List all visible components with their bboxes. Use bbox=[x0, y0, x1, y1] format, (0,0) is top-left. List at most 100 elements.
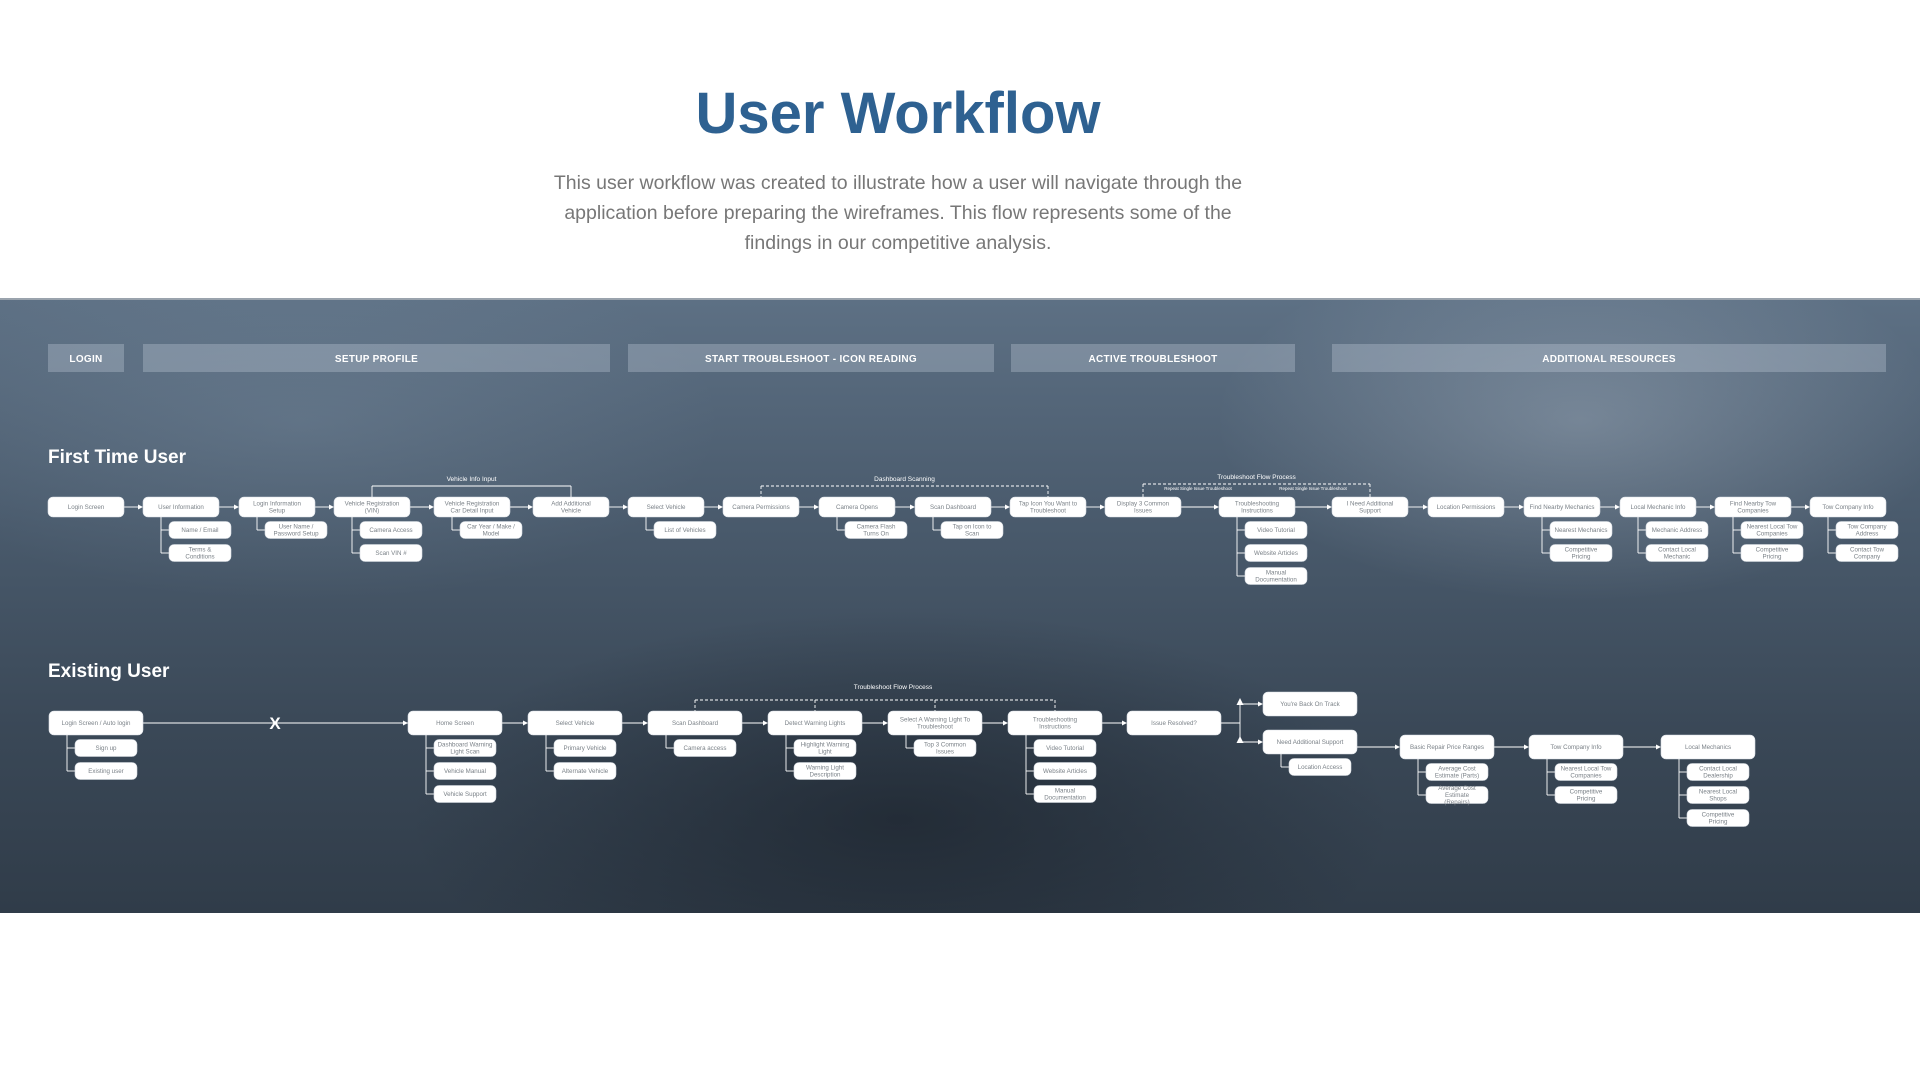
step-login-screen: Login Screen bbox=[47, 496, 125, 518]
phase-label: SETUP PROFILE bbox=[335, 354, 418, 365]
node-label-line: Model bbox=[483, 531, 500, 538]
arrow-head bbox=[814, 504, 819, 510]
step-user-information: User Information bbox=[142, 496, 220, 518]
node-label-line: Scan Dashboard bbox=[672, 720, 719, 727]
step-scan-dashboard: Scan Dashboard bbox=[914, 496, 992, 518]
node-label-line: Competitive bbox=[1756, 547, 1789, 554]
node-label-line: Nearest Mechanics bbox=[1555, 527, 1608, 534]
child-node-list-of-vehicles: List of Vehicles bbox=[653, 521, 717, 539]
node-label-line: Location Access bbox=[1298, 764, 1343, 771]
arrow-head bbox=[1524, 744, 1529, 750]
phase-start-troubleshoot-icon-reading: START TROUBLESHOOT - ICON READING bbox=[628, 344, 994, 372]
node-label-line: Need Additional Support bbox=[1277, 739, 1344, 746]
node-label-line: Warning Light bbox=[806, 765, 844, 772]
resource-tow-company-info: Tow Company Info bbox=[1528, 734, 1624, 760]
lane-heading-first-time-user: First Time User bbox=[48, 447, 187, 468]
node-label-line: Terms & bbox=[189, 547, 213, 554]
node-label-line: Camera Opens bbox=[836, 504, 878, 511]
phase-label: ACTIVE TROUBLESHOOT bbox=[1088, 354, 1217, 365]
node-label-line: Local Mechanic Info bbox=[1630, 504, 1686, 511]
node-label-line: Competitive bbox=[1570, 789, 1603, 796]
node-label-line: Login Screen bbox=[68, 504, 105, 511]
arrow-head bbox=[1100, 504, 1105, 510]
node-label-line: Scan Dashboard bbox=[930, 504, 977, 511]
node-label-line: Home Screen bbox=[436, 720, 474, 727]
child-node-camera-access: Camera Access bbox=[359, 521, 423, 539]
node-label-line: Video Tutorial bbox=[1257, 527, 1295, 534]
page-title: User Workflow bbox=[695, 81, 1101, 146]
arrow-head bbox=[718, 504, 723, 510]
node-label-line: Troubleshooting bbox=[1235, 501, 1280, 508]
workflow-diagram: LOGIN SETUP PROFILE START TROUBLESHOOT - I… bbox=[47, 344, 1899, 827]
node-label-line: Turns On bbox=[863, 531, 889, 538]
node-label-line: Nearest Local bbox=[1699, 789, 1737, 796]
node-label-line: List of Vehicles bbox=[664, 527, 705, 534]
node-label-line: Troubleshooting bbox=[1033, 717, 1078, 724]
group-label-dashboard-scanning: Dashboard Scanning bbox=[874, 476, 935, 483]
step-camera-permissions: Camera Permissions bbox=[722, 496, 800, 518]
decision-arrow bbox=[1236, 736, 1244, 743]
phase-label: LOGIN bbox=[69, 354, 102, 365]
node-label-line: Select Vehicle bbox=[556, 720, 595, 727]
node-label-line: Existing user bbox=[88, 768, 123, 775]
node-label-line: (Repairs) bbox=[1444, 799, 1469, 806]
group-label-repeat-troubleshoot: Repeat Single Issue Troubleshoot bbox=[1164, 486, 1232, 491]
node-label-line: Website Articles bbox=[1043, 768, 1087, 775]
node-label-line: Vehicle bbox=[561, 508, 582, 515]
arrow-head bbox=[1327, 504, 1332, 510]
phase-label: START TROUBLESHOOT - ICON READING bbox=[705, 354, 917, 365]
node-label-line: Light Scan bbox=[450, 749, 480, 756]
node-label-line: Estimate bbox=[1445, 792, 1470, 799]
child-node-user-name-password-setup: User Name /Password Setup bbox=[264, 521, 328, 539]
arrow-head bbox=[429, 504, 434, 510]
node-label-line: Detect Warning Lights bbox=[785, 720, 846, 727]
branch-need-additional-support: Need Additional Support bbox=[1262, 729, 1358, 755]
node-label-line: Shops bbox=[1709, 796, 1727, 803]
node-label-line: User Name / bbox=[279, 524, 314, 531]
node-label-line: Competitive bbox=[1702, 812, 1735, 819]
group-label-troubleshoot-flow-process: Troubleshoot Flow Process bbox=[1217, 474, 1296, 481]
child-node-vehicle-support: Vehicle Support bbox=[433, 785, 497, 803]
node-label-line: Setup bbox=[269, 508, 286, 515]
child-node-alternate-vehicle: Alternate Vehicle bbox=[553, 762, 617, 780]
node-label-line: Name / Email bbox=[181, 527, 218, 534]
arrow-head bbox=[523, 720, 528, 726]
node-label-line: Dashboard Warning bbox=[438, 742, 493, 749]
step-vehicle-registration-vin: Vehicle Registration(VIN) bbox=[333, 496, 411, 518]
node-label-line: Companies bbox=[1756, 531, 1787, 538]
step-location-permissions: Location Permissions bbox=[1427, 496, 1505, 518]
child-node-nearest-mechanics: Nearest Mechanics bbox=[1549, 521, 1613, 539]
arrow-head bbox=[1615, 504, 1620, 510]
child-node-video-tutorial: Video Tutorial bbox=[1244, 521, 1308, 539]
node-label-line: Tow Company Info bbox=[1550, 744, 1602, 751]
arrow-head bbox=[623, 504, 628, 510]
step-detect-warning-lights: Detect Warning Lights bbox=[767, 710, 863, 736]
arrow-head bbox=[643, 720, 648, 726]
group-label-troubleshoot-flow-process: Troubleshoot Flow Process bbox=[854, 684, 933, 691]
node-label-line: Login Information bbox=[253, 501, 301, 508]
node-label-line: Tow Company bbox=[1847, 524, 1887, 531]
node-label-line: Estimate (Parts) bbox=[1435, 773, 1479, 780]
child-node-sign-up: Sign up bbox=[74, 739, 138, 757]
node-label-line: Scan bbox=[965, 531, 980, 538]
step-login-screen-auto-login: Login Screen / Auto login bbox=[48, 710, 144, 736]
node-label-line: Alternate Vehicle bbox=[562, 768, 609, 775]
node-label-line: Add Additional bbox=[551, 501, 591, 508]
node-label-line: Conditions bbox=[185, 554, 214, 561]
phase-setup-profile: SETUP PROFILE bbox=[143, 344, 610, 372]
arrow-head bbox=[1423, 504, 1428, 510]
child-node-name-email: Name / Email bbox=[168, 521, 232, 539]
child-node-website-articles: Website Articles bbox=[1033, 762, 1097, 780]
node-label-line: Issues bbox=[936, 749, 954, 756]
resource-local-mechanics: Local Mechanics bbox=[1660, 734, 1756, 760]
